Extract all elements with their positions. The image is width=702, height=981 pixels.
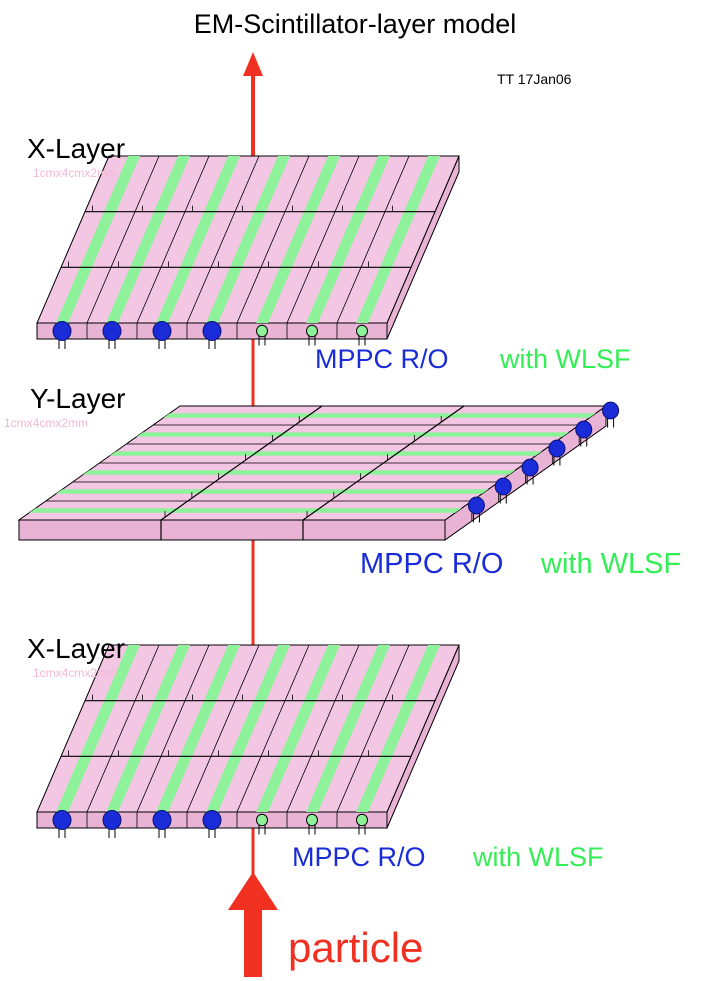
particle-arrow-head (228, 872, 278, 910)
x-layer-top-wlsf-end (256, 324, 268, 338)
x-layer-bottom-strip-divider (286, 644, 360, 813)
date-stamp: TT 17Jan06 (497, 71, 572, 87)
x-layer-bottom-fiber-stripe (56, 645, 140, 812)
x-layer-top-fiber-stripe (106, 156, 190, 323)
x-layer-bottom-mppc-sensor (202, 810, 222, 830)
y-layer-fiber-stripe (109, 451, 543, 456)
y-layer-block-divider (160, 405, 323, 521)
x-layer-top-strip-divider (136, 155, 210, 324)
x-layer-top-slab (36, 155, 460, 349)
y-layer-front-face (18, 519, 446, 541)
x-layer-bottom-mppc-sensor (152, 810, 172, 830)
x-layer-top-mppc-sensor (202, 321, 222, 341)
y-layer-mppc-sensor (602, 401, 620, 420)
x-layer-top-mppc-sensor (52, 321, 72, 341)
x-layer-bottom-mppc-sensor (52, 810, 72, 830)
x-layer-bottom-wlsf-end (256, 813, 268, 827)
y-layer-fiber-stripe (163, 413, 596, 418)
layer-1-name: X-Layer (27, 133, 125, 164)
y-layer-fiber-stripe (82, 470, 516, 475)
layer-3-dims: 1cmx4cmx2mm (33, 666, 117, 680)
layer-1-dims: 1cmx4cmx2mm (33, 166, 117, 180)
x-layer-top-fiber-stripe (56, 156, 140, 323)
x-layer-bottom-fiber-stripe (206, 645, 290, 812)
x-layer-bottom-wlsf-end (356, 813, 368, 827)
x-layer-top-fiber-stripe (306, 156, 390, 323)
particle-arrow-shaft (244, 905, 262, 977)
x-layer-top-fiber-stripe (356, 156, 440, 323)
x-layer-bottom-wlsf-end (306, 813, 318, 827)
layer-2-dims: 1cmx4cmx2mm (4, 416, 88, 430)
x-layer-bottom-fiber-stripe (106, 645, 190, 812)
x-layer-top-mppc-sensor (102, 321, 122, 341)
y-layer-mppc-sensor (575, 420, 593, 439)
x-layer-top-fiber-stripe (256, 156, 340, 323)
layers-group (17, 155, 620, 838)
particle-label: particle (288, 924, 423, 971)
y-layer-mppc-sensor (467, 496, 485, 515)
x-layer-bottom-fiber-stripe (306, 645, 390, 812)
layer-1-wlsf: with WLSF (499, 344, 631, 374)
layer-2-name: Y-Layer (30, 383, 125, 414)
x-layer-top-mppc-sensor (152, 321, 172, 341)
x-layer-bottom-fiber-stripe (256, 645, 340, 812)
layer-3-readout: MPPC R/O (292, 842, 426, 872)
x-layer-top-strip-divider (186, 155, 260, 324)
x-layer-top-wlsf-end (356, 324, 368, 338)
y-layer-mppc-sensor (494, 477, 512, 496)
x-layer-bottom-mppc-sensor (102, 810, 122, 830)
x-layer-bottom-strip-divider (336, 644, 410, 813)
y-layer-mppc-sensor (521, 458, 539, 477)
particle-arrow (228, 872, 278, 977)
x-layer-top-strip-divider (236, 155, 310, 324)
y-layer-block-divider (302, 405, 465, 521)
y-layer-slab (17, 401, 620, 541)
x-layer-bottom-fiber-stripe (356, 645, 440, 812)
x-layer-bottom-strip-divider (186, 644, 260, 813)
layer-1-readout: MPPC R/O (315, 344, 449, 374)
layer-3-wlsf: with WLSF (472, 842, 604, 872)
x-layer-top-strip-divider (86, 155, 160, 324)
page-title: EM-Scintillator-layer model (194, 9, 517, 39)
layer-2-readout: MPPC R/O (360, 548, 503, 580)
y-layer-fiber-stripe (56, 489, 489, 494)
layer-2-wlsf: with WLSF (540, 548, 681, 580)
y-layer-fiber-stripe (136, 432, 569, 437)
x-layer-top-strip-divider (336, 155, 410, 324)
y-layer-mppc-sensor (548, 439, 566, 458)
x-layer-top-fiber-stripe (156, 156, 240, 323)
track-arrowhead-top (243, 52, 263, 76)
x-layer-bottom-strip-divider (136, 644, 210, 813)
layer-3-name: X-Layer (27, 633, 125, 664)
x-layer-bottom-fiber-stripe (156, 645, 240, 812)
x-layer-top-wlsf-end (306, 324, 318, 338)
x-layer-top-strip-divider (286, 155, 360, 324)
x-layer-top-fiber-stripe (206, 156, 290, 323)
y-layer-fiber-stripe (29, 508, 462, 513)
x-layer-bottom-slab (36, 644, 460, 838)
x-layer-bottom-strip-divider (86, 644, 160, 813)
x-layer-bottom-strip-divider (236, 644, 310, 813)
